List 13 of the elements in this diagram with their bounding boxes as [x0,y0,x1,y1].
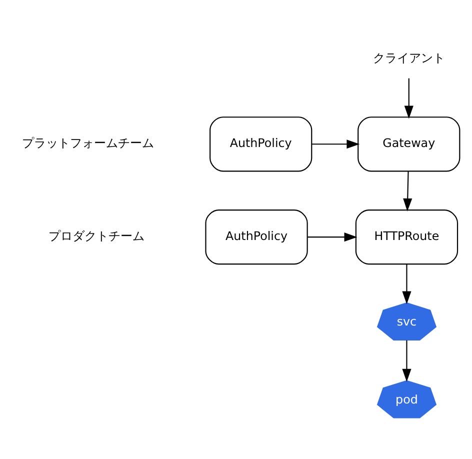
label: プラットフォームチーム [22,136,154,150]
node-box: AuthPolicy [210,116,312,172]
arrow [402,340,412,382]
label: プロダクトチーム [48,229,145,244]
arrow [312,140,360,149]
arrow [403,171,412,212]
arrow [308,232,358,242]
arrow [402,264,412,304]
node-box: AuthPolicy [205,210,308,265]
node-box: HTTPRoute [355,210,458,265]
node-box: Gateway [358,116,460,172]
arrow [404,78,414,119]
node-text: クライアント [372,50,445,65]
